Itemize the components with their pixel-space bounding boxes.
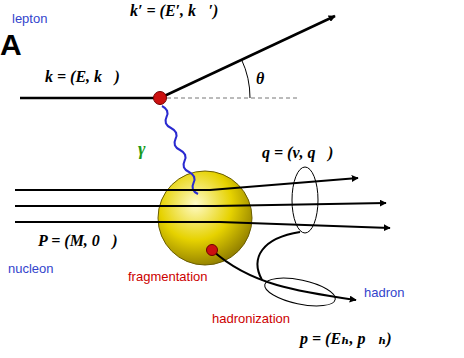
hadron-track	[212, 250, 356, 300]
panel-letter: A	[0, 28, 22, 61]
string-line	[258, 232, 300, 280]
particle-name: nucleon	[8, 262, 54, 276]
angle-symbol: θ	[256, 70, 264, 88]
process-name: hadronization	[212, 312, 290, 326]
particle-name: lepton	[12, 12, 47, 26]
reference-line	[160, 98, 300, 99]
outgoing-lepton	[160, 16, 335, 98]
vertex-dot	[207, 245, 218, 256]
photon-symbol: γ	[138, 140, 146, 160]
hadron-cone	[262, 273, 337, 311]
quark-line	[15, 178, 358, 190]
incoming-lepton	[20, 97, 160, 100]
four-vector: k′ = (E′, k⃗′)	[130, 2, 218, 20]
particle-name: hadron	[364, 286, 404, 300]
jet-cone	[292, 167, 318, 233]
angle-arc	[242, 60, 251, 99]
photon-wave	[162, 106, 198, 194]
four-vector: p = (Eₕ, p⃗ₕ)	[300, 330, 392, 348]
four-vector: P = (M, 0⃗)	[38, 232, 118, 250]
vertex-dot	[154, 92, 167, 105]
process-name: fragmentation	[128, 270, 208, 284]
quark-line	[15, 222, 390, 228]
four-vector: k = (E, k⃗)	[45, 68, 120, 86]
quark-line	[15, 203, 386, 206]
nucleon-sphere	[158, 171, 252, 265]
four-vector: q = (ν, q⃗)	[262, 144, 333, 162]
